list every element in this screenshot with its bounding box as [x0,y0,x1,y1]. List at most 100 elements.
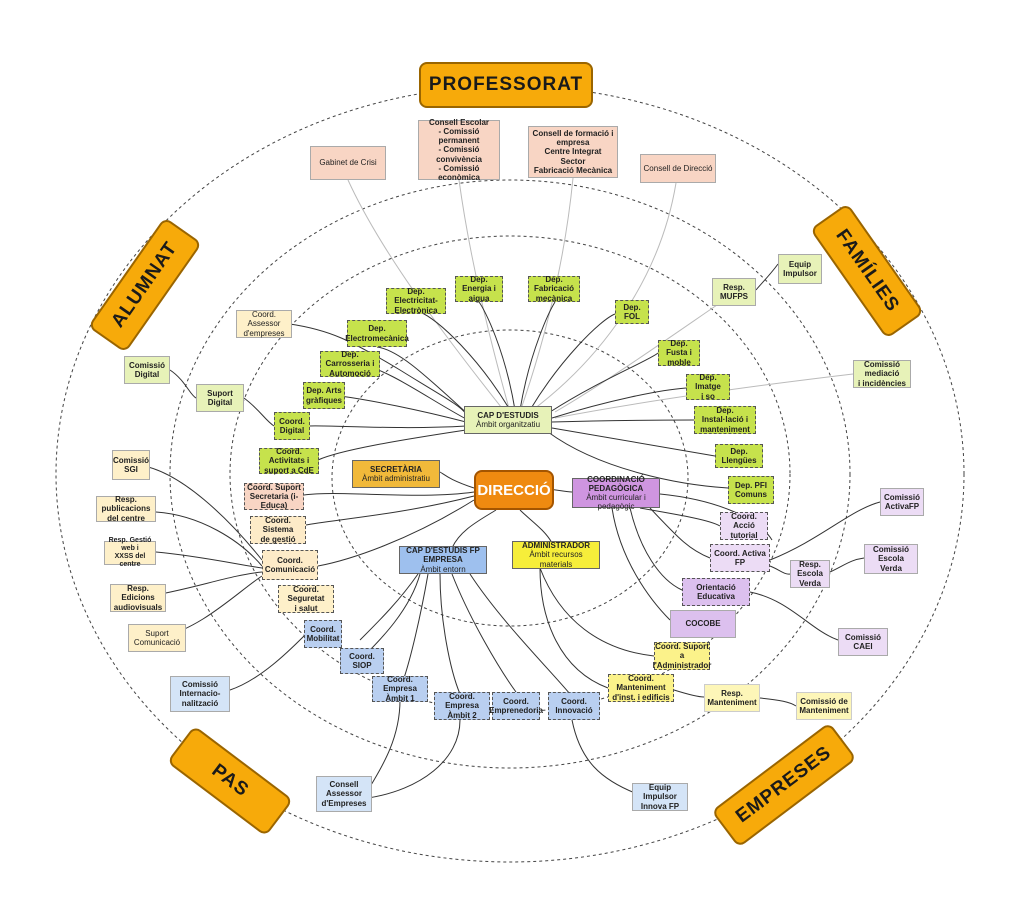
gabinet-crisi-box: Gabinet de Crisi [310,146,386,180]
resp-escola-verda-box: Resp. Escola Verda [790,560,830,588]
coord-suport-secretaria-label: Coord. Suport Secretaria (i-Educa) [247,482,301,511]
stakeholder-professorat: PROFESSORAT [419,62,593,108]
comissio-manteniment-box: Comissió de Manteniment [796,692,852,720]
comissio-internacionalitzacio-box: Comissió Internacio- nalització [170,676,230,712]
coord-suport-admin-box: Coord. Suport a l'Administrador [652,642,712,670]
dep-installacio-label: Dep. Instal·lació i manteniment [700,406,750,434]
consell-formacio-label: Consell de formació i empresa Centre Int… [532,129,614,175]
suport-comunicacio-box: Suport Comunicació [128,624,186,652]
administrador-hub: ADMINISTRADOR Àmbit recursos materials [512,541,600,569]
coord-activitats-box: Coord. Activitats i suport a CdE [259,447,319,475]
comissio-activafp-box: Comissió ActivaFP [880,488,924,516]
comissio-mediacio-box: Comissió mediació i incidències [853,360,911,388]
coord-digital-box: Coord. Digital [274,412,310,440]
stakeholder-families: FAMÍLIES [809,202,925,340]
equip-impulsor-box: Equip Impulsor [778,254,822,284]
coord-siop-box: Coord. SIOP [340,648,384,674]
cap-estudis-title: CAP D'ESTUDIS [477,410,539,420]
coord-comunicacio-label: Coord. Comunicació [264,555,316,574]
stakeholder-pas: PAS [166,725,294,837]
coord-siop-label: Coord. SIOP [349,651,375,670]
resp-publicacions-label: Resp. publicacions del centre [101,495,151,523]
secretaria-hub: SECRETÀRIA Àmbit administratiu [352,460,440,488]
comissio-escola-verda-box: Comissió Escola Verda [864,544,918,574]
suport-digital-box: Suport Digital [196,384,244,412]
consell-direccio-box: Consell de Direcció [640,154,716,183]
dep-imatge: Dep. Imatge i so [686,373,730,401]
dep-fol-label: Dep. FOL [623,302,641,321]
resp-manteniment-box: Resp. Manteniment [704,684,760,712]
consell-assessor-box: Consell Assessor d'Empreses [316,776,372,812]
dep-arts: Dep. Arts gràfiques [303,382,345,409]
dep-energia-label: Dep. Energia i aigua [462,275,496,303]
dep-arts-label: Dep. Arts gràfiques [306,386,343,405]
coord-empresa1-label: Coord. Empresa Àmbit 1 [383,675,417,703]
consell-escolar-box: Consell Escolar - Comissió permanent - C… [418,117,500,182]
coord-innovacio-box: Coord. Innovació [548,692,600,720]
orientacio-box: Orientació Educativa [682,578,750,606]
dep-installacio: Dep. Instal·lació i manteniment [694,406,756,434]
consell-formacio-box: Consell de formació i empresa Centre Int… [528,126,618,178]
consell-escolar-label: Consell Escolar - Comissió permanent - C… [428,117,490,182]
comissio-digital-box: Comissió Digital [124,356,170,384]
suport-digital-label: Suport Digital [207,388,233,407]
comissio-mediacio-label: Comissió mediació i incidències [857,360,907,388]
coord-pedagogica-hub: COORDINACIÓ PEDAGÒGICA Àmbit curricular … [572,475,660,511]
coord-suport-secretaria-box: Coord. Suport Secretaria (i-Educa) [244,483,304,510]
coord-seguretat-label: Coord. Seguretat i salut [287,585,325,613]
gabinet-crisi-label: Gabinet de Crisi [319,158,377,168]
comissio-manteniment-label: Comissió de Manteniment [799,696,849,715]
dep-electricitat: Dep. Electricitat- Electrònica [386,287,446,315]
stakeholder-empreses: EMPRESES [711,722,857,848]
coord-emprenedoria-label: Coord. Emprenedoria [489,696,543,715]
coord-activitats-label: Coord. Activitats i suport a CdE [264,447,314,475]
stakeholder-alumnat: ALUMNAT [87,216,203,354]
coord-emprenedoria-box: Coord. Emprenedoria [489,692,543,720]
coord-mobilitat-label: Coord. Mobilitat [306,624,340,643]
dep-pfi-label: Dep. PFI Comuns [734,480,767,499]
coord-suport-admin-label: Coord. Suport a l'Administrador [652,642,712,670]
coord-digital-label: Coord. Digital [279,416,305,435]
coord-assessor-label: Coord. Assessor d'empreses [243,310,285,338]
dep-electromecanica-label: Dep. Electromecànica [345,324,409,343]
comissio-internacionalitzacio-label: Comissió Internacio- nalització [179,680,221,708]
coord-innovacio-label: Coord. Innovació [555,696,593,715]
resp-publicacions-box: Resp. publicacions del centre [96,495,156,523]
cocobe-label: COCOBE [685,619,721,629]
coord-manteniment-label: Coord. Manteniment d'inst. i edificis [612,674,670,702]
consell-direccio-label: Consell de Direcció [643,163,713,173]
coord-empresa1-box: Coord. Empresa Àmbit 1 [372,675,428,703]
coord-empresa2-box: Coord. Empresa Àmbit 2 [434,692,490,720]
comissio-sgi-label: Comissió SGI [113,455,150,474]
coord-activa-fp-box: Coord. Activa FP [710,544,770,572]
dep-electromecanica: Dep. Electromecànica [345,320,409,347]
dep-carrosseria: Dep. Carrosseria i Automoció [320,350,380,378]
comissio-escola-verda-label: Comissió Escola Verda [872,545,909,573]
dep-pfi: Dep. PFI Comuns [728,476,774,504]
dep-fabricacio: Dep. Fabricació mecànica [528,275,580,303]
dep-carrosseria-label: Dep. Carrosseria i Automoció [325,350,375,378]
dep-llengues-label: Dep. Llengües [721,446,757,465]
resp-mufps-box: Resp. MUFPS [712,278,756,306]
dep-fusta-label: Dep. Fusta i moble [666,339,692,367]
coord-sistema-gestio-box: Coord. Sistema de gestió [250,516,306,544]
comissio-caei-label: Comissió CAEI [844,632,881,651]
coord-mobilitat-box: Coord. Mobilitat [304,620,342,648]
cap-fp-empresa-hub: CAP D'ESTUDIS FP EMPRESA Àmbit entorn [399,546,487,574]
coord-accio-tutorial-label: Coord. Acció tutorial [730,512,758,540]
direccio-center: DIRECCIÓ [474,470,554,510]
cap-estudis-hub: CAP D'ESTUDIS Àmbit organitzatiu [464,406,552,434]
cocobe-box: COCOBE [670,610,736,638]
suport-comunicacio-label: Suport Comunicació [133,628,181,647]
coord-comunicacio-box: Coord. Comunicació [262,550,318,580]
secretaria-sub: Àmbit administratiu [361,474,431,483]
coord-accio-tutorial-box: Coord. Acció tutorial [720,512,768,540]
resp-gestio-web-box: Resp. Gestió web i XXSS del centre [104,537,156,568]
coord-sistema-gestio-label: Coord. Sistema de gestió [260,516,296,544]
equip-innova-label: Equip Impulsor Innova FP [640,783,680,811]
coord-empresa2-label: Coord. Empresa Àmbit 2 [445,692,479,720]
equip-impulsor-label: Equip Impulsor [783,259,817,278]
coord-activa-fp-label: Coord. Activa FP [714,548,766,567]
